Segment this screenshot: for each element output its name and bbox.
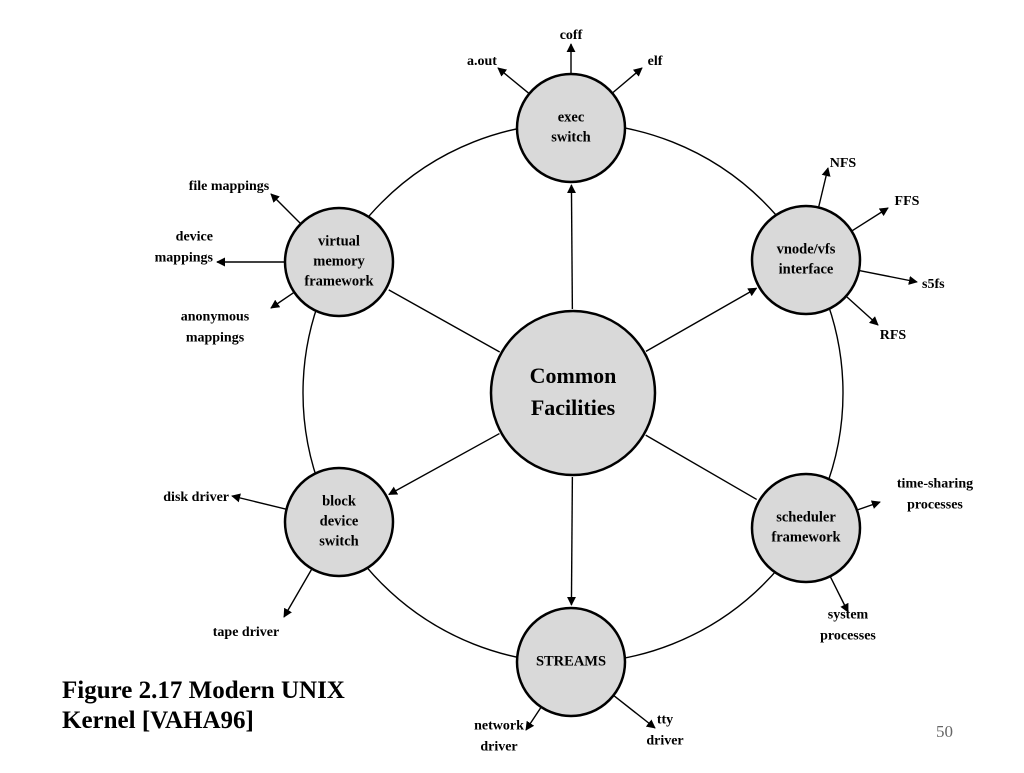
branch-arrow-time-sharing-processes bbox=[857, 500, 881, 511]
streams-node bbox=[515, 606, 627, 718]
branch-arrow-rfs bbox=[846, 296, 879, 326]
scheduler-framework-label-line: framework bbox=[771, 529, 841, 545]
branch-label-ffs: FFS bbox=[895, 194, 920, 209]
spoke-exec-switch bbox=[566, 184, 576, 310]
branch-label-device-mappings-line: device bbox=[176, 230, 213, 245]
common-facilities-label-line: Facilities bbox=[531, 395, 616, 420]
branch-label-elf-line: elf bbox=[648, 54, 663, 69]
branch-arrow-nfs bbox=[818, 167, 831, 207]
streams-label-line: STREAMS bbox=[536, 653, 606, 669]
branch-label-file-mappings-line: file mappings bbox=[189, 179, 270, 194]
branch-label-tape-driver: tape driver bbox=[213, 625, 279, 640]
branch-label-s5fs-line: s5fs bbox=[922, 277, 945, 292]
vnode-vfs-interface-label-line: interface bbox=[779, 261, 834, 277]
block-device-switch-label-line: device bbox=[320, 513, 359, 529]
exec-switch-label-line: switch bbox=[551, 129, 590, 145]
branch-label-ffs-line: FFS bbox=[895, 194, 920, 209]
branch-label-a-out-line: a.out bbox=[467, 54, 497, 69]
branch-label-tty-driver-line: driver bbox=[646, 734, 683, 749]
spoke-block-device-switch bbox=[388, 432, 500, 496]
exec-switch-label-line: exec bbox=[558, 109, 585, 125]
branch-label-rfs: RFS bbox=[880, 328, 907, 343]
streams-label: STREAMS bbox=[536, 653, 606, 669]
branch-label-rfs-line: RFS bbox=[880, 328, 907, 343]
branch-label-anonymous-mappings-line: mappings bbox=[186, 331, 245, 346]
vnode-vfs-interface-node bbox=[750, 204, 862, 316]
branch-arrow-file-mappings bbox=[270, 193, 301, 224]
vnode-vfs-interface-label-line: vnode/vfs bbox=[777, 241, 836, 257]
virtual-memory-framework-label-line: framework bbox=[304, 273, 374, 289]
branch-label-network-driver: network driver bbox=[474, 719, 524, 755]
branch-label-coff-line: coff bbox=[560, 28, 583, 43]
virtual-memory-framework-node bbox=[283, 206, 395, 318]
block-device-switch-node bbox=[283, 466, 395, 578]
branch-label-s5fs: s5fs bbox=[922, 277, 945, 292]
branch-label-time-sharing-processes-line: processes bbox=[907, 498, 963, 513]
page-number: 50 bbox=[936, 722, 953, 741]
branch-arrow-tty-driver bbox=[613, 695, 656, 729]
common-facilities-node bbox=[489, 309, 657, 477]
exec-switch-node bbox=[515, 72, 627, 184]
branch-label-device-mappings: device mappings bbox=[155, 230, 214, 266]
caption-line-2: Kernel [VAHA96] bbox=[62, 707, 254, 734]
branch-arrow-s5fs bbox=[859, 270, 918, 285]
branch-arrow-ffs bbox=[852, 207, 889, 232]
branch-label-network-driver-line: network bbox=[474, 719, 524, 734]
branch-arrow-elf bbox=[612, 67, 643, 94]
branch-label-system-processes-line: system bbox=[828, 608, 869, 623]
branch-label-tty-driver-line: tty bbox=[657, 713, 673, 728]
branch-label-anonymous-mappings: anonymous mappings bbox=[181, 310, 250, 346]
branch-arrow-system-processes bbox=[829, 576, 849, 613]
branch-label-tape-driver-line: tape driver bbox=[213, 625, 279, 640]
branch-label-anonymous-mappings-line: anonymous bbox=[181, 310, 250, 325]
spoke-virtual-memory-framework bbox=[388, 289, 501, 353]
virtual-memory-framework-label-line: virtual bbox=[318, 233, 360, 249]
figure-caption: Figure 2.17 Modern UNIX Kernel [VAHA96] bbox=[62, 676, 345, 736]
block-device-switch-label-line: switch bbox=[319, 533, 358, 549]
branch-label-disk-driver-line: disk driver bbox=[163, 490, 229, 505]
branch-label-network-driver-line: driver bbox=[480, 740, 517, 755]
virtual-memory-framework-label-line: memory bbox=[313, 253, 365, 269]
scheduler-framework-label: scheduler framework bbox=[771, 509, 841, 545]
branch-label-system-processes-line: processes bbox=[820, 629, 876, 644]
block-device-switch-label: block device switch bbox=[319, 493, 359, 549]
branch-arrow-network-driver bbox=[525, 707, 542, 731]
branch-label-tty-driver: tty driver bbox=[646, 713, 683, 749]
vnode-vfs-interface-label: vnode/vfs interface bbox=[777, 241, 836, 277]
spoke-scheduler-framework bbox=[645, 434, 758, 501]
branch-arrow-tape-driver bbox=[283, 569, 313, 618]
branch-arrow-anonymous-mappings bbox=[270, 292, 294, 309]
caption-line-1: Figure 2.17 Modern UNIX bbox=[62, 677, 345, 704]
scheduler-framework-label-line: scheduler bbox=[776, 509, 836, 525]
branch-label-coff: coff bbox=[560, 28, 583, 43]
branch-label-system-processes: system processes bbox=[820, 608, 876, 644]
branch-arrow-a-out bbox=[497, 67, 529, 94]
spoke-streams bbox=[566, 476, 576, 606]
branch-label-nfs-line: NFS bbox=[830, 156, 857, 171]
branch-label-a-out: a.out bbox=[467, 54, 497, 69]
scheduler-framework-node bbox=[750, 472, 862, 584]
branch-label-device-mappings-line: mappings bbox=[155, 251, 214, 266]
exec-switch-label: exec switch bbox=[551, 109, 590, 145]
branch-label-time-sharing-processes: time-sharing processes bbox=[897, 477, 973, 513]
common-facilities-label-line: Common bbox=[530, 363, 617, 388]
branch-label-file-mappings: file mappings bbox=[189, 179, 270, 194]
branch-label-disk-driver: disk driver bbox=[163, 490, 229, 505]
branch-label-elf: elf bbox=[648, 54, 663, 69]
branch-label-time-sharing-processes-line: time-sharing bbox=[897, 477, 973, 492]
branch-arrow-disk-driver bbox=[231, 493, 286, 510]
block-device-switch-label-line: block bbox=[322, 493, 357, 509]
virtual-memory-framework-label: virtual memory framework bbox=[304, 233, 374, 289]
branch-label-nfs: NFS bbox=[830, 156, 857, 171]
spoke-vnode-vfs-interface bbox=[645, 287, 758, 352]
